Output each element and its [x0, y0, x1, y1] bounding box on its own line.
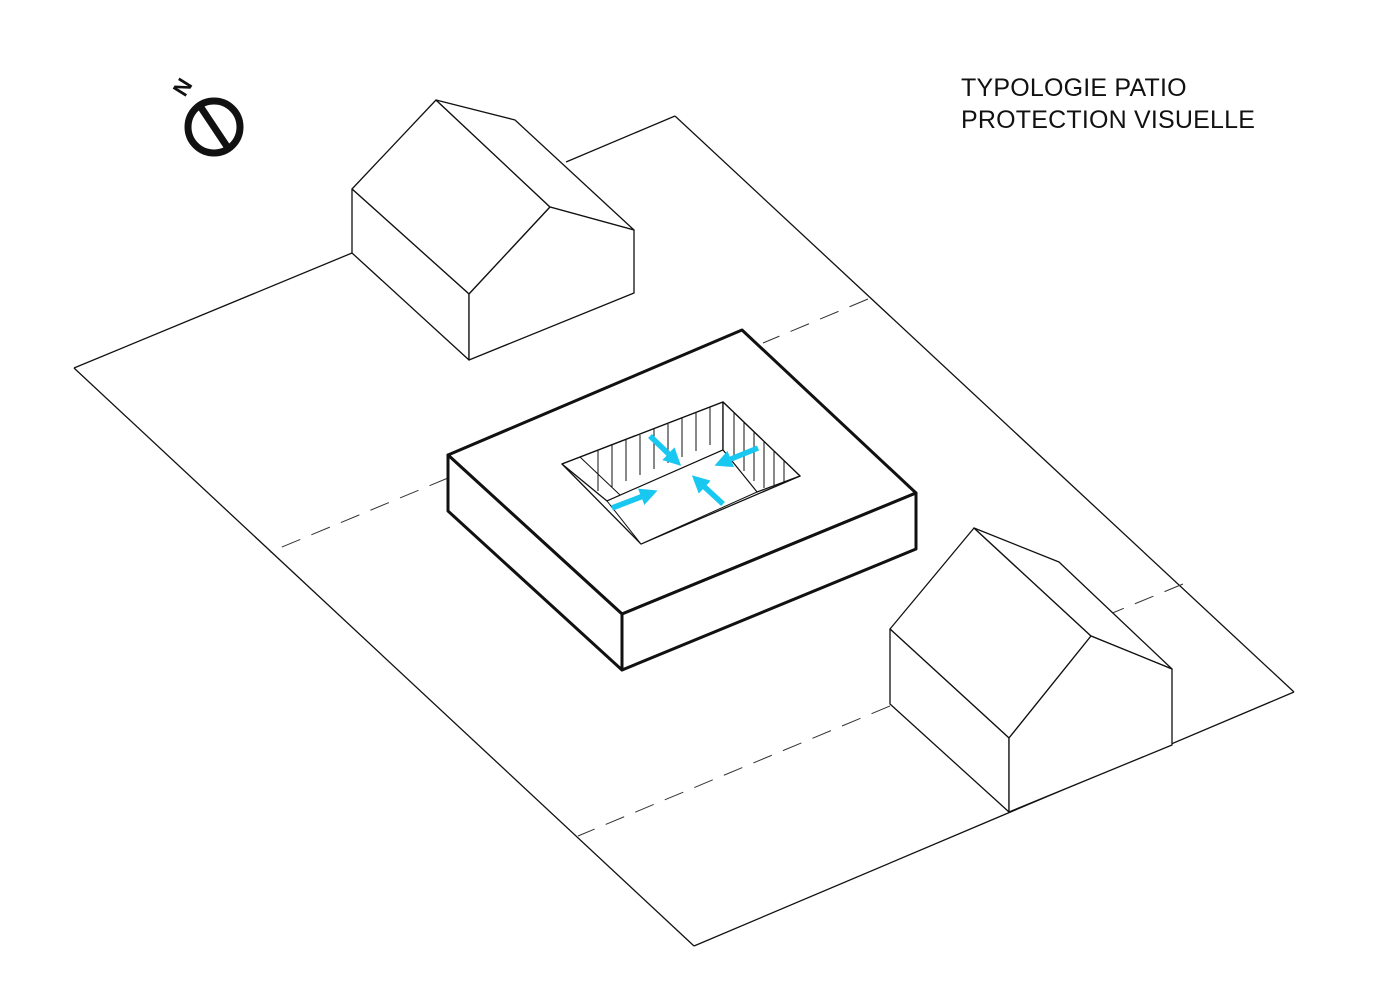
parcel-edge-north-b: [565, 115, 676, 163]
courtyard-floor: [606, 449, 758, 545]
parcel-edge-west: [73, 367, 695, 947]
north-compass-icon: N: [168, 74, 244, 157]
site-parcel: [73, 115, 1295, 947]
courtyard-wall-hatching: [579, 407, 785, 496]
arrow-from-west: [611, 488, 658, 511]
compass-needle: [197, 104, 231, 150]
patio-building: [446, 328, 918, 672]
neighbour-house-south: [889, 527, 1173, 813]
parcel-edge-south: [693, 691, 1295, 947]
patio-building-wall-south: [620, 491, 918, 672]
plot-boundary-upper-left: [269, 477, 449, 553]
house-south-wall-side: [1008, 635, 1173, 813]
arrow-from-east: [714, 445, 760, 468]
arrow-from-north: [648, 434, 682, 466]
plot-boundary-mid: [577, 705, 891, 837]
north-label: N: [168, 74, 198, 101]
title-line-1: TYPOLOGIE PATIO: [961, 74, 1187, 102]
view-protection-arrows: [611, 434, 760, 511]
house-north-wall-side: [468, 206, 635, 361]
diagram-title: TYPOLOGIE PATIO PROTECTION VISUELLE: [961, 72, 1255, 136]
parcel-edge-north-a: [73, 252, 353, 369]
plot-boundaries: [269, 298, 1184, 837]
arrow-from-south: [691, 475, 725, 507]
plot-boundary-lower-right: [1109, 583, 1184, 615]
compass-circle: [184, 97, 244, 157]
title-line-2: PROTECTION VISUELLE: [961, 106, 1256, 134]
parcel-edge-east: [674, 115, 1295, 693]
neighbour-house-north: [351, 99, 635, 361]
plot-boundary-upper-right: [762, 298, 869, 344]
